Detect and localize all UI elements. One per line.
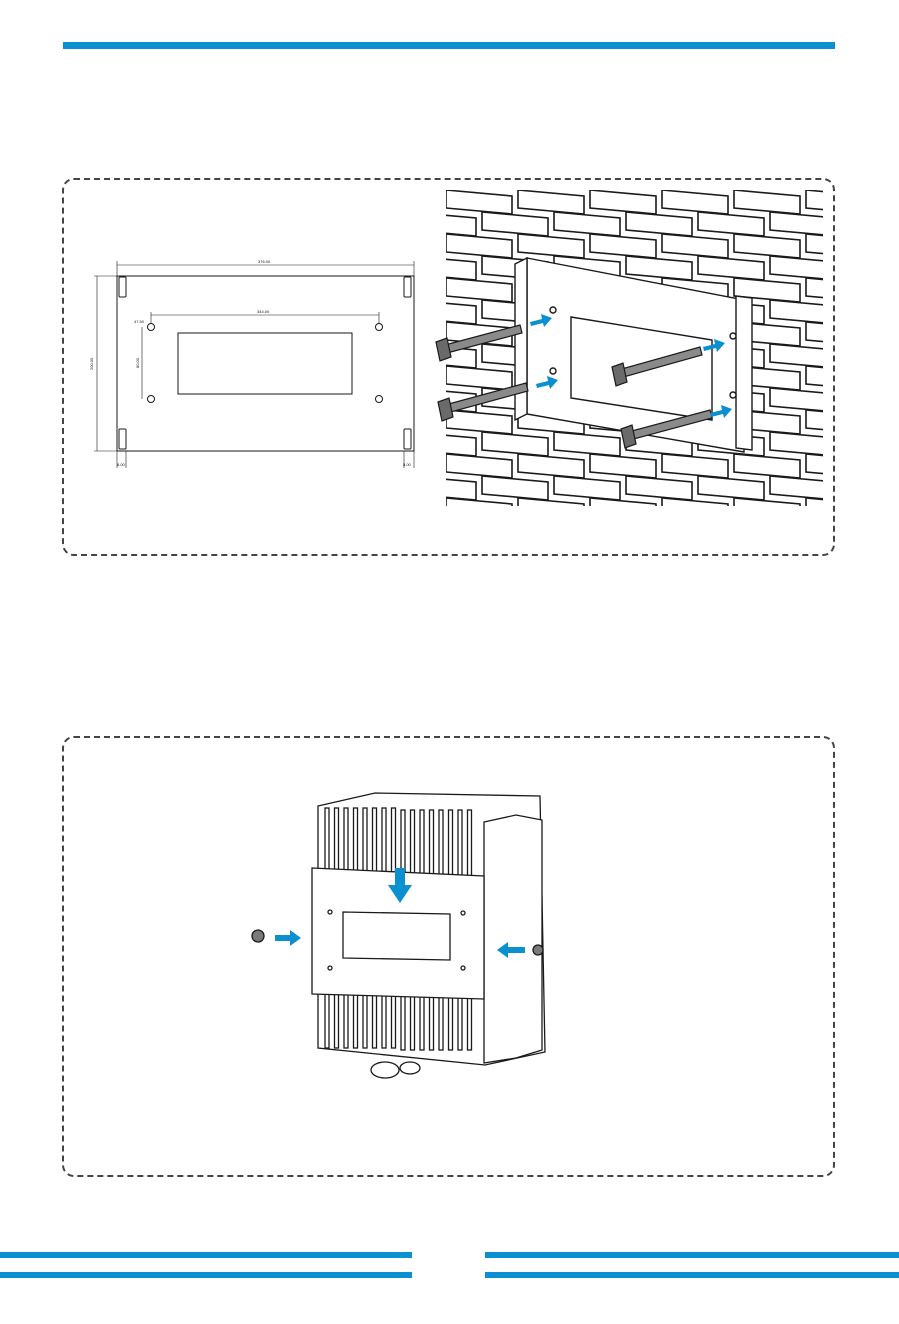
screw-icon bbox=[252, 930, 264, 942]
footer-bar-right-1 bbox=[485, 1252, 899, 1258]
arrow-right-icon bbox=[275, 930, 301, 946]
footer-bar-right-2 bbox=[485, 1272, 899, 1278]
footer-bar-left-2 bbox=[0, 1272, 412, 1278]
footer-bar-left-1 bbox=[0, 1252, 412, 1258]
